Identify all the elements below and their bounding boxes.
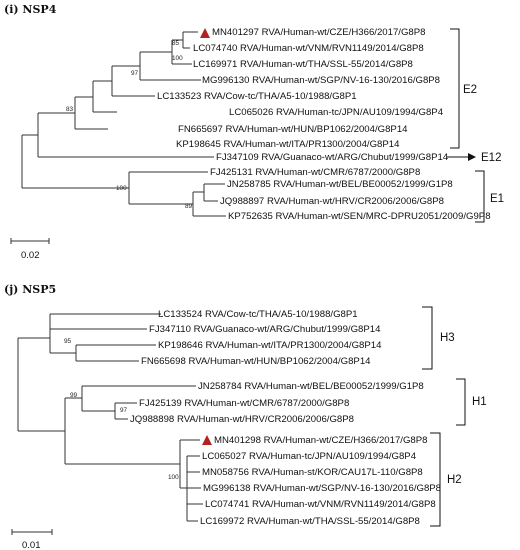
bootstrap-value: 95 (64, 338, 72, 345)
leaf-label: KP198646 RVA/Human-wt/ITA/PR1300/2004/G8… (158, 340, 382, 351)
clade-label-e12: E12 (481, 152, 501, 164)
leaf-label: JN258785 RVA/Human-wt/BEL/BE00052/1999/G… (227, 179, 453, 190)
leaf-label: MG996138 RVA/Human-wt/SGP/NV-16-130/2016… (203, 483, 441, 494)
leaf-label: KP752635 RVA/Human-wt/SEN/MRC-DPRU2051/2… (228, 211, 491, 222)
leaf-label: FN665697 RVA/Human-wt/HUN/BP1062/2004/G8… (178, 124, 408, 135)
clade-label-e2: E2 (463, 84, 477, 96)
leaf-label: MN058756 RVA/Human-st/KOR/CAU17L-110/G8P… (202, 467, 423, 478)
bootstrap-value: 100 (168, 474, 179, 481)
scale-bar-nsp4: 0.02 (10, 238, 50, 261)
red-triangle-icon (202, 435, 212, 445)
leaf-label: FN665698 RVA/Human-wt/HUN/BP1062/2004/G8… (141, 356, 371, 367)
bootstrap-value: 85 (172, 40, 180, 47)
tree-branches-nsp5 (17, 313, 203, 522)
leaf-label: LC133524 RVA/Cow-tc/THA/A5-10/1988/G8P1 (158, 309, 358, 320)
bootstrap-value: 97 (120, 407, 128, 414)
leaf-label: MN401298 RVA/Human-wt/CZE/H366/2017/G8P8 (214, 435, 427, 446)
bootstrap-values-nsp5: 95 99 97 100 (64, 338, 179, 481)
arrow-right-icon (468, 153, 476, 161)
bootstrap-values-nsp4: 85 100 97 83 100 89 (66, 40, 193, 210)
bootstrap-value: 100 (172, 55, 183, 62)
leaf-label: LC169972 RVA/Human-wt/THA/SSL-55/2014/G8… (200, 516, 420, 527)
clade-brackets-nsp5: H3 H1 H2 (422, 306, 487, 527)
clade-label-h3: H3 (440, 332, 455, 344)
tree-branches-nsp4 (21, 31, 226, 217)
leaf-label: LC169971 RVA/Human-wt/THA/SSL-55/2014/G8… (193, 59, 413, 70)
leaf-label: FJ425131 RVA/Human-wt/CMR/6787/2000/G8P8 (210, 167, 420, 178)
bootstrap-value: 83 (66, 106, 74, 113)
clade-label-h2: H2 (447, 474, 462, 486)
leaf-label: LC074741 RVA/Human-wt/VNM/RVN1149/2014/G… (205, 499, 436, 510)
leaf-label: MN401297 RVA/Human-wt/CZE/H366/2017/G8P8 (212, 27, 425, 38)
panel-nsp4: (i) NSP4 (4, 3, 504, 261)
scale-label: 0.02 (21, 250, 40, 261)
bootstrap-value: 100 (116, 185, 127, 192)
leaf-labels-nsp5: LC133524 RVA/Cow-tc/THA/A5-10/1988/G8P1 … (130, 309, 441, 527)
panel-title-nsp4: (i) NSP4 (4, 3, 57, 16)
clade-label-e1: E1 (490, 193, 504, 205)
scale-label: 0.01 (22, 540, 41, 550)
scale-bar-nsp5: 0.01 (11, 529, 53, 550)
clade-brackets-nsp4: E2 E12 E1 (447, 28, 504, 223)
panel-nsp5: (j) NSP5 (4, 283, 487, 550)
leaf-label: FJ347109 RVA/Guanaco-wt/ARG/Chubut/1999/… (216, 152, 449, 163)
leaf-label: JQ988897 RVA/Human-wt/HRV/CR2006/2006/G8… (220, 196, 444, 207)
panel-title-nsp5: (j) NSP5 (4, 283, 56, 296)
clade-label-h1: H1 (472, 396, 487, 408)
leaf-label: KP198645 RVA/Human-wt/ITA/PR1300/2004/G8… (176, 139, 400, 150)
leaf-labels-nsp4: MN401297 RVA/Human-wt/CZE/H366/2017/G8P8… (157, 27, 491, 222)
leaf-label: JN258784 RVA/Human-wt/BEL/BE00052/1999/G… (198, 381, 424, 392)
leaf-label: FJ347110 RVA/Guanaco-wt/ARG/Chubut/1999/… (149, 324, 381, 335)
leaf-label: FJ425139 RVA/Human-wt/CMR/6787/2000/G8P8 (139, 398, 349, 409)
leaf-label: LC074740 RVA/Human-wt/VNM/RVN1149/2014/G… (193, 43, 424, 54)
leaf-label: JQ988898 RVA/Human-wt/HRV/CR2006/2006/G8… (130, 414, 354, 425)
leaf-label: MG996130 RVA/Human-wt/SGP/NV-16-130/2016… (202, 75, 440, 86)
bootstrap-value: 99 (70, 392, 78, 399)
leaf-label: LC065027 RVA/Human-tc/JPN/AU109/1994/G8P… (202, 451, 417, 462)
bootstrap-value: 97 (131, 70, 139, 77)
leaf-label: LC133523 RVA/Cow-tc/THA/A5-10/1988/G8P1 (157, 91, 357, 102)
leaf-label: LC065026 RVA/Human-tc/JPN/AU109/1994/G8P… (229, 107, 444, 118)
red-triangle-icon (200, 28, 210, 38)
bootstrap-value: 89 (185, 203, 193, 210)
